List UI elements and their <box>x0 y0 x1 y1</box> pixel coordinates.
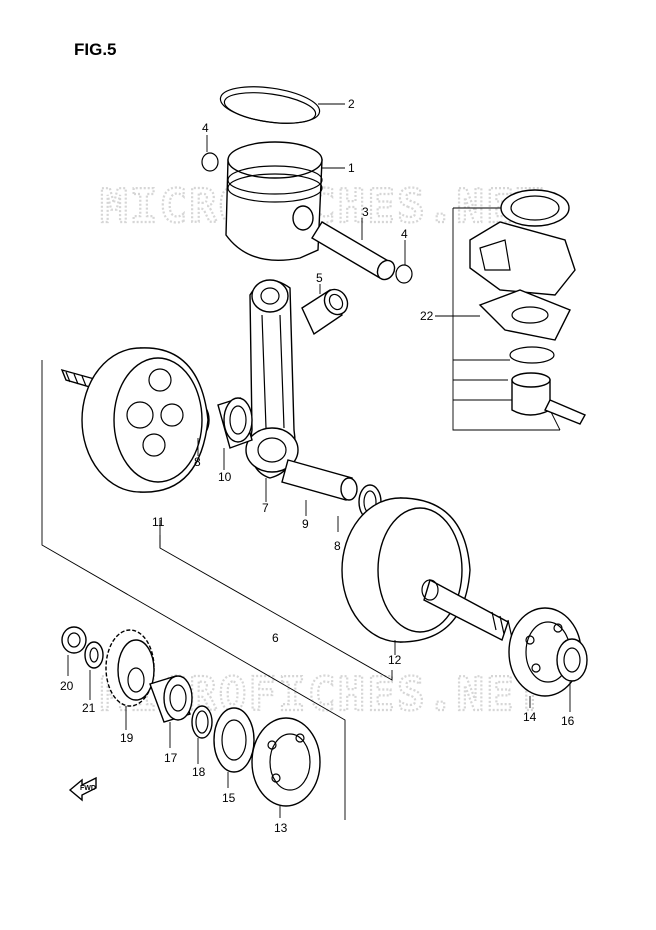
callout-19: 19 <box>120 731 134 745</box>
piston-pin <box>311 221 396 281</box>
piston <box>225 141 323 261</box>
callout-21: 21 <box>82 701 96 715</box>
fwd-arrow: FWD <box>68 776 97 802</box>
bearing-left <box>251 717 321 807</box>
needle-bearing-small-end <box>301 288 349 336</box>
callout-17: 17 <box>164 751 178 765</box>
ref-piston-ring <box>509 346 555 364</box>
connecting-rod <box>245 279 299 479</box>
callout-1: 1 <box>348 161 355 175</box>
callout-18: 18 <box>192 765 206 779</box>
piston-ring <box>219 86 321 124</box>
callout-3: 3 <box>362 205 369 219</box>
crankshaft-right <box>341 497 513 643</box>
callout-4-top: 4 <box>202 121 209 135</box>
primary-drive-gear <box>105 629 155 707</box>
callout-9: 9 <box>302 517 309 531</box>
callout-22: 22 <box>420 309 434 323</box>
callout-6: 6 <box>272 631 279 645</box>
callout-11: 11 <box>152 515 165 529</box>
crankshaft-left <box>60 347 209 493</box>
o-ring <box>191 705 213 739</box>
nut <box>61 626 87 654</box>
cylinder-gasket <box>478 289 571 341</box>
callout-2: 2 <box>348 97 355 111</box>
callouts: 2 1 3 4 4 5 22 7 8 10 9 8 11 6 12 14 16 … <box>60 97 575 835</box>
oil-seal-right <box>556 638 588 682</box>
callout-8-left: 8 <box>194 455 201 469</box>
group-lines <box>41 360 396 820</box>
callout-5: 5 <box>316 271 323 285</box>
leader-lines <box>67 103 571 818</box>
oil-seal-left <box>213 707 255 773</box>
crank-pin <box>281 459 358 501</box>
callout-16: 16 <box>561 714 575 728</box>
callout-20: 20 <box>60 679 74 693</box>
callout-4-bottom: 4 <box>401 227 408 241</box>
needle-bearing-big-end <box>217 397 253 449</box>
callout-8-right: 8 <box>334 539 341 553</box>
callout-15: 15 <box>222 791 236 805</box>
ref-piston-pin <box>544 399 586 425</box>
piston-clip-top <box>201 152 219 172</box>
callout-13: 13 <box>274 821 288 835</box>
cylinder <box>469 189 576 296</box>
callout-12: 12 <box>388 653 402 667</box>
callout-14: 14 <box>523 710 537 724</box>
fwd-label: FWD <box>80 785 96 792</box>
piston-clip-bottom <box>395 264 413 284</box>
callout-10: 10 <box>218 470 232 484</box>
callout-7: 7 <box>262 501 269 515</box>
figure-title: FIG.5 <box>74 40 117 59</box>
spacer <box>149 675 193 723</box>
washer-small <box>84 641 104 669</box>
ref-piston <box>511 372 551 416</box>
